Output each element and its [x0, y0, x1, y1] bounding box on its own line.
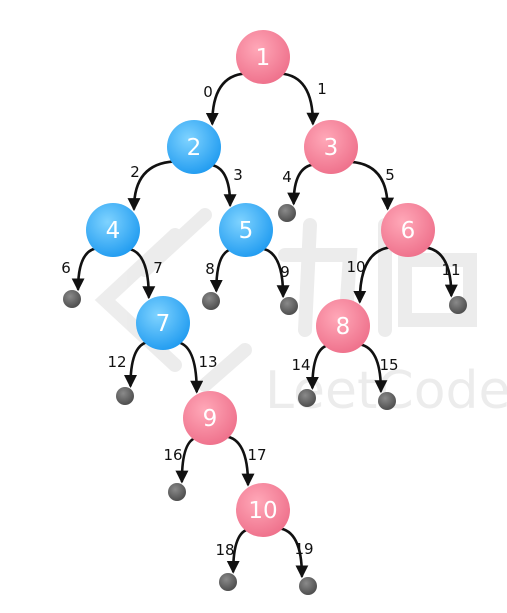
node-circle — [167, 120, 221, 174]
node-label: 9 — [203, 406, 218, 432]
node-circle — [236, 30, 290, 84]
node-label: 7 — [156, 311, 171, 337]
null-leaf-node — [168, 483, 186, 501]
edge-label: 14 — [291, 356, 310, 374]
tree-node-4: 4 — [86, 203, 140, 257]
node-label: 8 — [336, 314, 351, 340]
node-circle — [86, 203, 140, 257]
tree-node-9: 9 — [183, 391, 237, 445]
edge-label: 5 — [385, 166, 395, 184]
edge-arrow — [205, 72, 247, 126]
null-leaf-node — [280, 297, 298, 315]
edge-label: 12 — [107, 353, 126, 371]
tree-node-1: 1 — [236, 30, 290, 84]
node-circle — [381, 203, 435, 257]
null-leaf-node — [116, 387, 134, 405]
null-leaf-node — [378, 392, 396, 410]
edge-arrow — [353, 245, 393, 304]
null-leaf-node — [278, 204, 296, 222]
tree-node-8: 8 — [316, 299, 370, 353]
edge-label: 4 — [282, 168, 292, 186]
null-leaf-node — [202, 292, 220, 310]
tree-node-2: 2 — [167, 120, 221, 174]
node-label: 10 — [248, 498, 277, 524]
tree-node-5: 5 — [219, 203, 273, 257]
edge-label: 11 — [441, 261, 460, 279]
null-leaf-node — [298, 389, 316, 407]
edge-label: 0 — [203, 83, 213, 101]
node-circle — [316, 299, 370, 353]
tree-node-7: 7 — [136, 296, 190, 350]
edge-arrow — [349, 160, 395, 211]
edge-arrow — [124, 340, 151, 388]
edge-label: 18 — [215, 541, 234, 559]
node-label: 5 — [239, 218, 254, 244]
node-circle — [183, 391, 237, 445]
node-circle — [219, 203, 273, 257]
edge-arrow — [209, 247, 234, 293]
edge-arrow — [226, 527, 252, 574]
edge-label: 10 — [346, 258, 365, 276]
node-label: 4 — [106, 218, 121, 244]
node-label: 1 — [256, 45, 271, 71]
edge-label: 16 — [163, 446, 182, 464]
node-circle — [236, 483, 290, 537]
edge-arrow — [223, 434, 255, 487]
null-leaf-node — [449, 296, 467, 314]
edge-label: 15 — [379, 356, 398, 374]
edge-arrow — [422, 246, 458, 298]
edge-label: 6 — [61, 259, 71, 277]
edge-label: 7 — [153, 259, 163, 277]
edge-label: 13 — [198, 353, 217, 371]
edge-arrow — [71, 246, 100, 292]
edge-arrow — [279, 72, 320, 126]
tree-node-6: 6 — [381, 203, 435, 257]
tree-node-3: 3 — [304, 120, 358, 174]
node-label: 6 — [401, 218, 416, 244]
node-label: 2 — [187, 135, 202, 161]
node-label: 3 — [324, 135, 339, 161]
edge-arrow — [175, 436, 199, 484]
edge-label: 3 — [233, 166, 243, 184]
edge-label: 1 — [317, 80, 327, 98]
edge-arrow — [287, 163, 317, 206]
tree-node-10: 10 — [236, 483, 290, 537]
node-circle — [136, 296, 190, 350]
edge-arrow — [127, 160, 176, 212]
edge-arrow — [208, 163, 237, 208]
node-circle — [304, 120, 358, 174]
null-leaf-node — [63, 290, 81, 308]
null-leaf-node — [299, 577, 317, 595]
null-leaf-node — [219, 573, 237, 591]
edge-label: 2 — [130, 163, 140, 181]
edge-label: 8 — [205, 260, 215, 278]
edge-label: 9 — [280, 263, 290, 281]
edge-label: 17 — [247, 446, 266, 464]
edge-label: 19 — [294, 540, 313, 558]
